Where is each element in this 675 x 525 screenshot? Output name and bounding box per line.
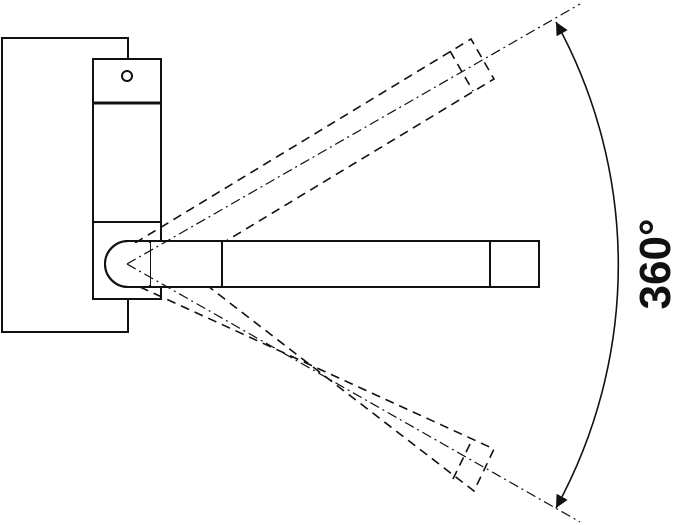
handle-pivot-icon	[121, 70, 133, 82]
spout-center	[149, 240, 540, 288]
spout-pivot-cap	[107, 243, 150, 285]
rotation-angle-label: 360°	[631, 218, 675, 309]
spout-pivot-outline	[104, 240, 152, 288]
rotation-arc	[555, 21, 620, 509]
rotation-centerlines	[126, 3, 581, 523]
spout-position-lower	[139, 242, 496, 493]
spout-position-upper	[134, 37, 496, 285]
